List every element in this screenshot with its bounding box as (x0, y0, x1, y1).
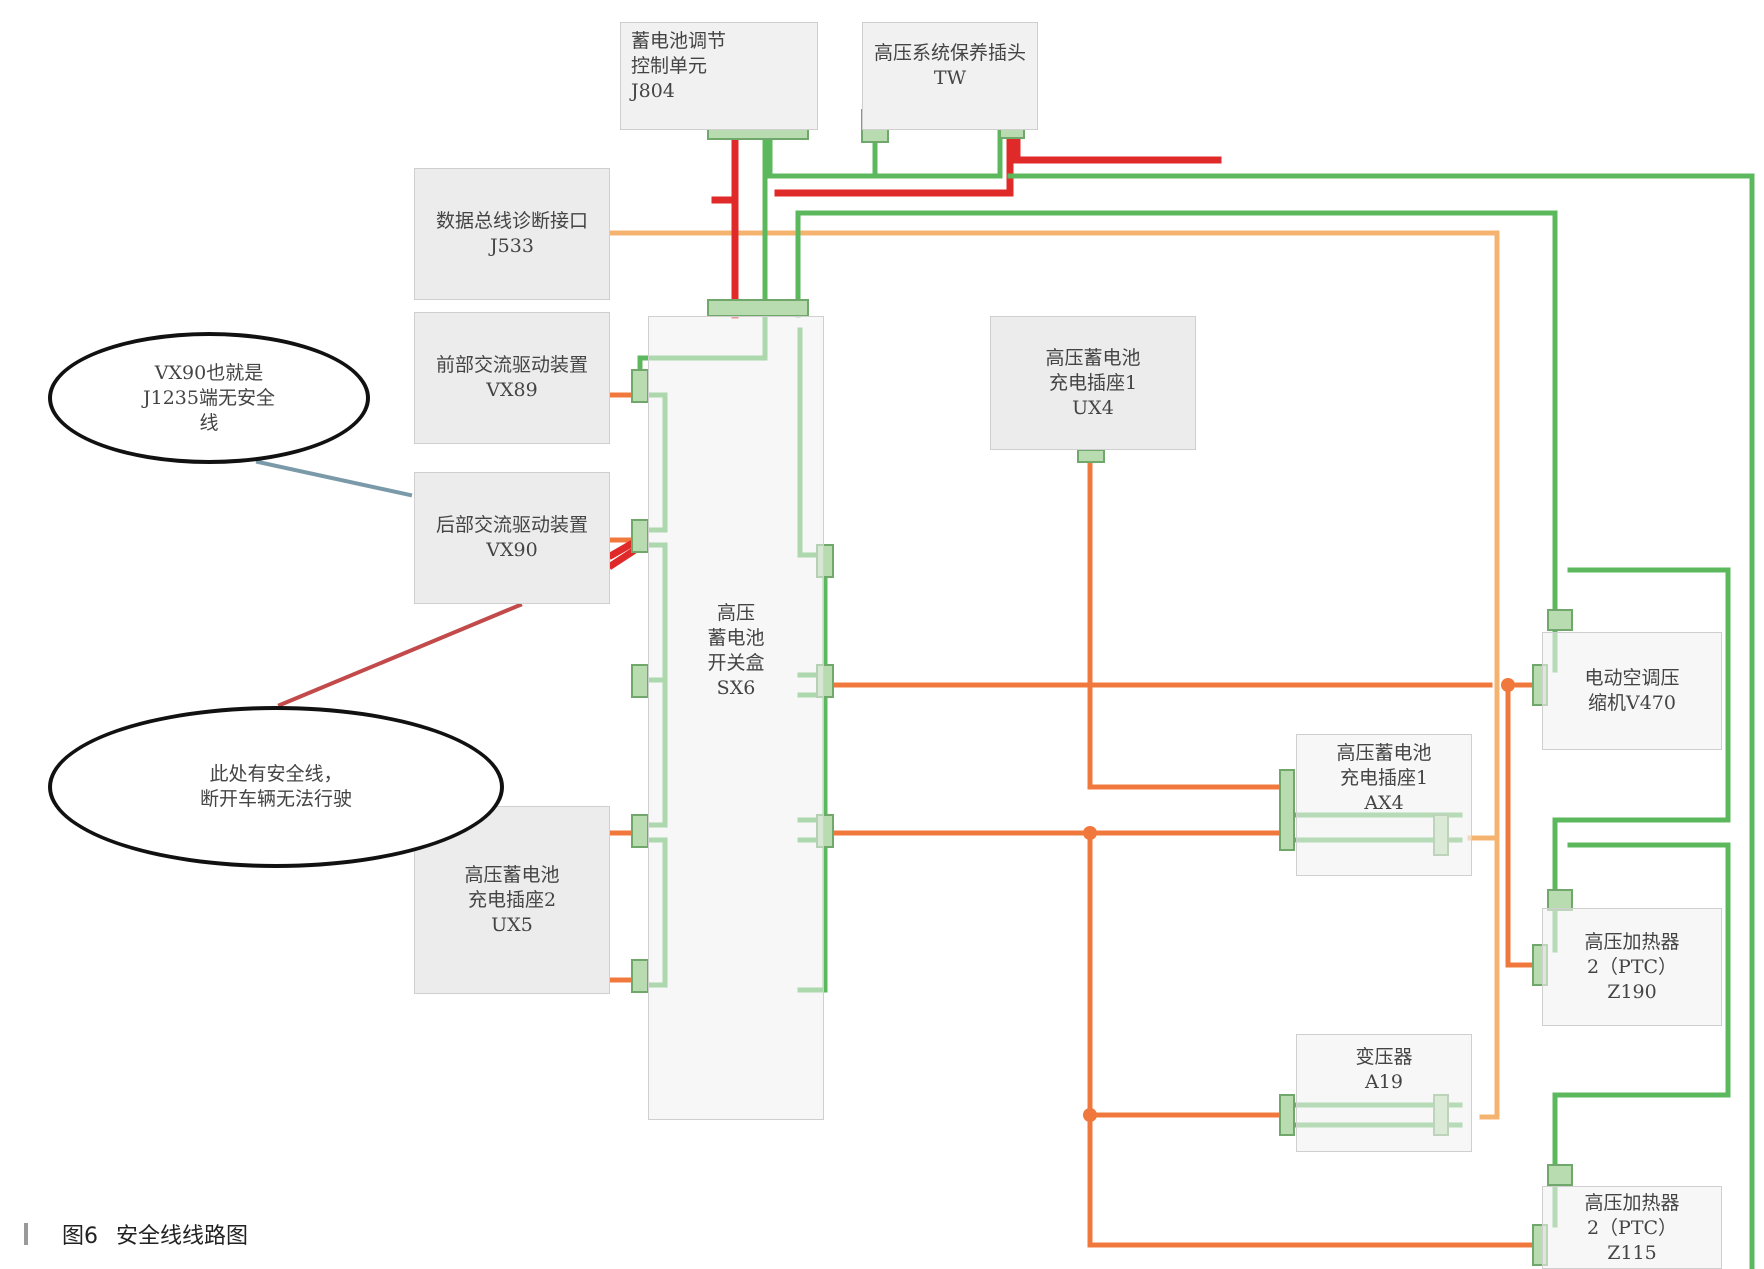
caption-bar (24, 1223, 28, 1245)
ux4-line-3: UX4 (1072, 396, 1114, 419)
component-vx89: 前部交流驱动装置 VX89 (414, 312, 610, 444)
callout-top-line-1: VX90也就是 (154, 361, 264, 384)
a19-line-1: 变压器 (1355, 1046, 1413, 1068)
component-ux4: 高压蓄电池 充电插座1 UX4 (990, 316, 1196, 450)
v470-line-1: 电动空调压 (1584, 667, 1680, 689)
caption-number: 图6 (62, 1224, 98, 1249)
junction-dots (1083, 678, 1515, 1122)
j804-line-3: J804 (631, 80, 675, 102)
ax4-line-2: 充电插座1 (1339, 767, 1429, 789)
j533-line-1: 数据总线诊断接口 (435, 210, 588, 232)
j533-line-2: J533 (490, 235, 534, 257)
component-z190: 高压加热器 2（PTC） Z190 (1542, 908, 1722, 1026)
z190-line-3: Z190 (1607, 980, 1657, 1003)
callout-bottom-pointer (277, 602, 523, 708)
callout-bottom-line-1: 此处有安全线， (209, 763, 343, 785)
component-v470: 电动空调压 缩机V470 (1542, 632, 1722, 750)
vx89-line-2: VX89 (486, 379, 538, 401)
z115-line-2: 2（PTC） (1586, 1217, 1678, 1239)
component-vx90: 后部交流驱动装置 VX90 (414, 472, 610, 604)
callout-bottom: 此处有安全线， 断开车辆无法行驶 (48, 706, 504, 868)
vx90-line-2: VX90 (486, 539, 538, 561)
ux5-line-2: 充电插座2 (467, 888, 557, 911)
component-ax4: 高压蓄电池 充电插座1 AX4 (1296, 734, 1472, 876)
vx89-line-1: 前部交流驱动装置 (435, 354, 588, 376)
callout-top: VX90也就是 J1235端无安全 线 (48, 332, 370, 464)
sx6-line-1: 高压 (716, 602, 755, 624)
ax4-line-3: AX4 (1364, 792, 1404, 814)
z190-line-2: 2（PTC） (1586, 955, 1678, 978)
figure-caption: 图6 安全线线路图 (24, 1218, 248, 1250)
z190-line-1: 高压加热器 (1584, 930, 1680, 953)
j804-line-2: 控制单元 (631, 55, 708, 77)
bus-lines (607, 230, 1500, 1120)
caption-title: 安全线线路图 (116, 1224, 249, 1249)
component-j533: 数据总线诊断接口 J533 (414, 168, 610, 300)
component-ux5: 高压蓄电池 充电插座2 UX5 (414, 806, 610, 994)
tw-line-1: 高压系统保养插头 (873, 42, 1026, 64)
v470-line-2: 缩机V470 (1588, 692, 1676, 714)
callout-bottom-line-2: 断开车辆无法行驶 (199, 788, 352, 810)
sx6-line-4: SX6 (716, 677, 756, 699)
z115-line-1: 高压加热器 (1584, 1192, 1680, 1214)
ux5-line-3: UX5 (491, 913, 533, 936)
ux4-line-1: 高压蓄电池 (1045, 346, 1141, 369)
ux4-line-2: 充电插座1 (1048, 371, 1138, 394)
component-sx6: 高压 蓄电池 开关盒 SX6 (648, 316, 824, 1120)
vx90-line-1: 后部交流驱动装置 (435, 514, 588, 536)
z115-line-3: Z115 (1607, 1242, 1657, 1264)
component-z115: 高压加热器 2（PTC） Z115 (1542, 1186, 1722, 1269)
ux5-line-1: 高压蓄电池 (464, 863, 560, 886)
ax4-line-1: 高压蓄电池 (1336, 742, 1432, 764)
component-j804: 蓄电池调节 控制单元 J804 (620, 22, 818, 130)
component-tw: 高压系统保养插头 TW (862, 22, 1038, 130)
callout-top-line-3: 线 (199, 411, 219, 434)
component-a19: 变压器 A19 (1296, 1034, 1472, 1152)
sx6-line-3: 开关盒 (707, 652, 765, 674)
a19-line-2: A19 (1365, 1071, 1403, 1093)
callout-top-line-2: J1235端无安全 (143, 386, 275, 409)
tw-line-2: TW (933, 67, 967, 89)
sx6-line-2: 蓄电池 (707, 627, 765, 649)
j804-line-1: 蓄电池调节 (631, 30, 727, 52)
callout-top-pointer (255, 459, 413, 498)
